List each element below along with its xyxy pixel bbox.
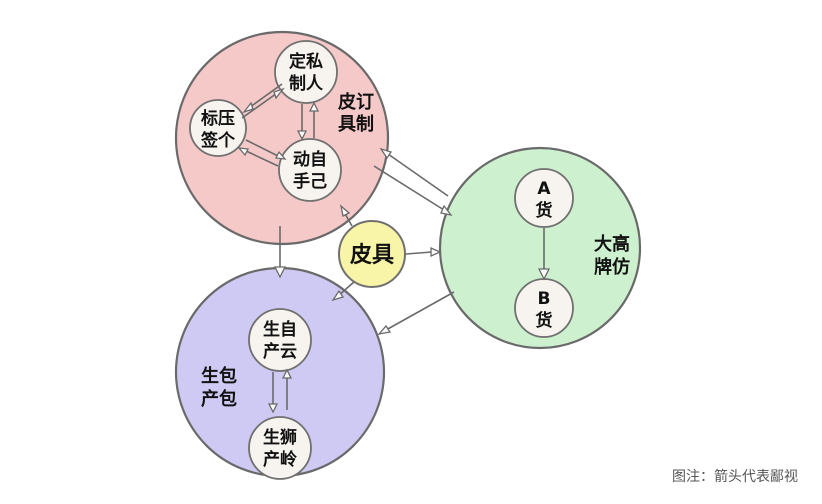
arrows bbox=[237, 83, 551, 414]
label-tag-label-1: 标压 bbox=[201, 108, 235, 129]
arrow-leather-to-ownpack bbox=[331, 281, 355, 302]
self-produce-label-2: 产云 bbox=[263, 341, 297, 362]
custom-label-2: 具制 bbox=[338, 114, 374, 135]
private-custom-node bbox=[274, 40, 338, 104]
goods-a-node bbox=[514, 168, 574, 228]
arrow-selfproduce-to-lion bbox=[267, 372, 279, 414]
arrow-custom-to-ownpack bbox=[273, 226, 287, 279]
brand-label-2: 牌仿 bbox=[594, 256, 630, 278]
custom-label-1: 皮订 bbox=[338, 91, 374, 113]
arrow-selfmade-to-label bbox=[237, 147, 279, 167]
arrow-label-to-private bbox=[241, 87, 285, 119]
arrow-brand-to-custom bbox=[379, 147, 449, 197]
arrow-goods-a-to-b bbox=[537, 228, 551, 281]
leather-label: 皮具 bbox=[350, 242, 394, 268]
goods-b-label-1: B bbox=[538, 289, 551, 309]
private-custom-label-2: 制人 bbox=[289, 73, 324, 94]
lion-produce-label-1: 生狮 bbox=[263, 427, 297, 448]
brand-circle bbox=[438, 146, 642, 350]
arrow-leather-to-brand bbox=[405, 246, 442, 258]
label-tag-label-2: 签个 bbox=[200, 130, 236, 151]
arrow-leather-to-custom bbox=[339, 204, 353, 227]
label-tag-node bbox=[189, 99, 247, 157]
own-pack-label-1: 生包 bbox=[201, 365, 237, 387]
self-produce-label-1: 生自 bbox=[263, 319, 297, 340]
brand-label-1: 大高 bbox=[594, 233, 630, 255]
lion-produce-node bbox=[248, 416, 312, 480]
leather-node bbox=[338, 220, 406, 288]
arrow-selfmade-to-private bbox=[308, 101, 320, 138]
arrow-label-to-selfmade bbox=[245, 139, 287, 160]
goods-a-label-2: 货 bbox=[536, 200, 553, 221]
caption: 图注：箭头代表鄙视 bbox=[672, 469, 798, 485]
lion-produce-label-2: 产岭 bbox=[263, 449, 297, 470]
goods-a-label-1: A bbox=[537, 179, 551, 199]
goods-b-label-2: 货 bbox=[536, 310, 553, 331]
arrow-brand-to-ownpack bbox=[377, 291, 455, 335]
self-made-node bbox=[278, 138, 342, 202]
arrow-custom-to-brand bbox=[373, 165, 453, 216]
own-pack-label-2: 产包 bbox=[201, 388, 237, 410]
self-made-label-2: 手己 bbox=[293, 171, 327, 192]
arrow-private-to-selfmade bbox=[296, 104, 308, 141]
self-made-label-1: 动自 bbox=[293, 149, 327, 170]
arrow-private-to-label bbox=[242, 83, 283, 114]
self-produce-node bbox=[248, 308, 312, 372]
arrow-lion-to-selfproduce bbox=[281, 368, 293, 410]
private-custom-label-1: 定私 bbox=[289, 51, 323, 72]
